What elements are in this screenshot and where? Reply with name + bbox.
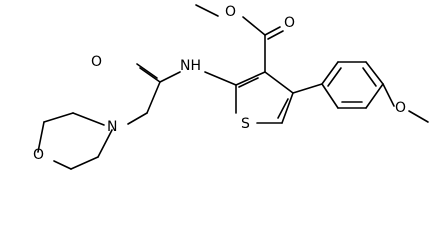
bond-aryl-methoxy-o	[382, 83, 395, 107]
bond-ring-c2-c1	[281, 92, 294, 124]
bond-aryl-1	[321, 61, 339, 85]
bond-ring-c1-c1-inner	[277, 98, 289, 119]
bond-aryl-1-inner	[327, 67, 342, 87]
bonds	[37, 4, 429, 170]
atom-labels: O O NH O S N O O	[33, 4, 406, 163]
bond-ring-aryl	[292, 83, 323, 94]
bond-morph-c1-c2	[70, 156, 99, 170]
bond-c4-nh	[204, 71, 237, 86]
molecule-structure-diagram: O O NH O S N O O	[33, 4, 429, 170]
bond-ester-carbonyl-2	[267, 30, 284, 40]
bond-ester-o-c	[242, 16, 266, 36]
bond-morph-c4-n	[72, 112, 105, 126]
bond-ch2-n	[127, 112, 148, 125]
bond-ester-methyl	[195, 4, 219, 17]
bond-amide-co-2	[136, 63, 158, 79]
atom-ester-o-double: O	[284, 15, 295, 31]
bond-ring-c3-c4	[235, 71, 266, 86]
bond-morph-c3-c4	[43, 112, 74, 123]
bond-ester-carbonyl-1	[264, 26, 281, 36]
atom-morpholine-o: O	[33, 147, 44, 163]
bond-carbonyl-ch2	[146, 81, 161, 114]
atom-amide-o: O	[91, 54, 102, 70]
bond-aryl-3	[365, 61, 384, 85]
bond-nh-carbonyl	[159, 71, 181, 83]
bond-ring-c3-c2	[264, 71, 294, 94]
bond-aryl-3-inner	[362, 67, 377, 87]
bond-morph-o-c3	[37, 121, 45, 153]
bond-ring-c3-c4-inner	[238, 77, 259, 88]
atom-amide-nh: NH	[180, 58, 201, 74]
bond-morph-c2-o	[53, 160, 72, 170]
bond-aryl-6	[321, 83, 339, 109]
bond-amide-co-1	[139, 67, 161, 83]
bond-aryl-4	[365, 83, 384, 109]
atom-ester-o-single: O	[225, 4, 236, 20]
atom-methoxy-o: O	[395, 100, 406, 116]
bond-methoxy-methyl	[408, 110, 429, 123]
atom-thiophene-s: S	[241, 116, 250, 132]
bond-morph-n-c1	[97, 129, 113, 158]
atom-morpholine-n: N	[107, 119, 117, 135]
